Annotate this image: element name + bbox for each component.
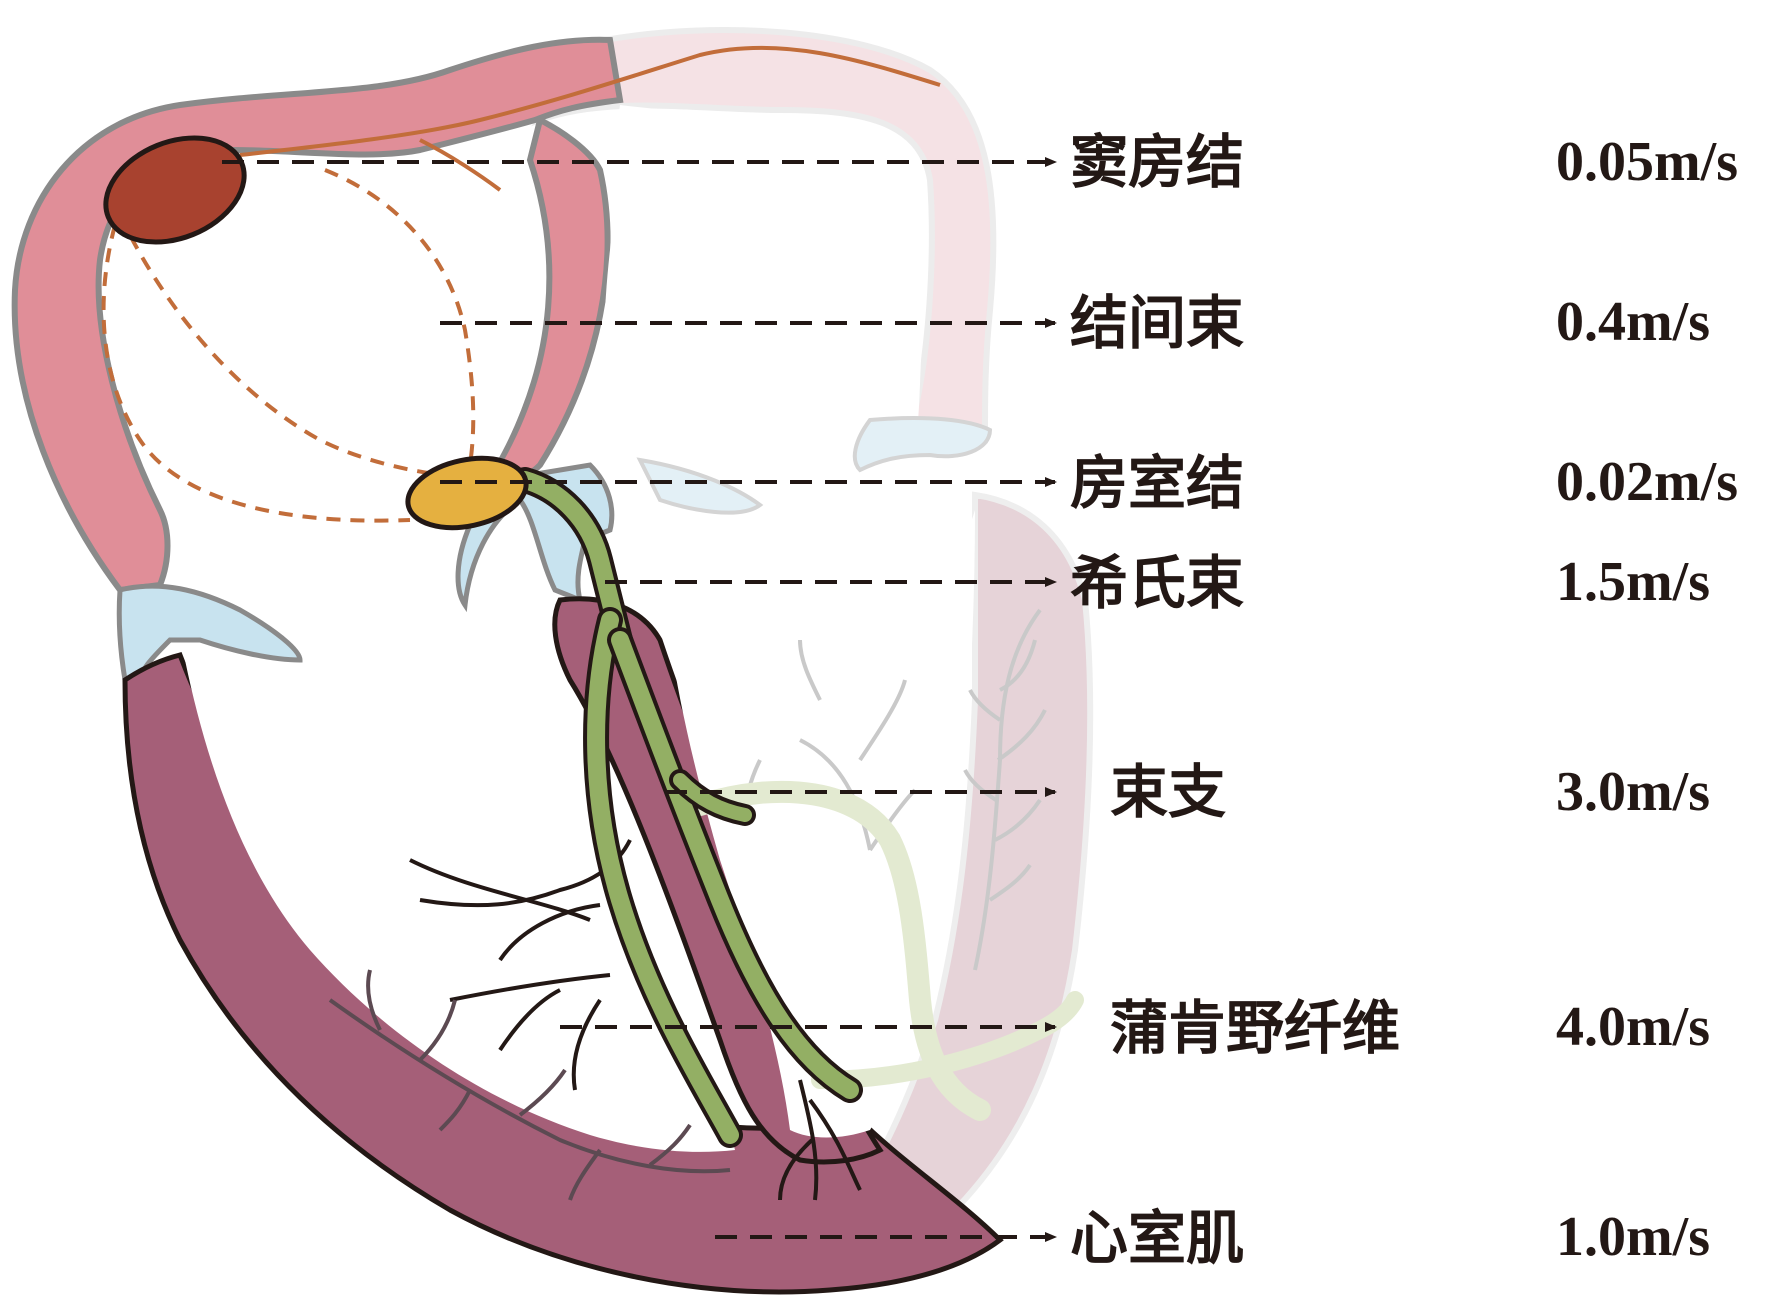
right-valve <box>636 416 993 515</box>
speed-sa-node: 0.05m/s <box>1556 131 1738 193</box>
label-purkinje-fibers: 蒲肯野纤维 <box>1110 994 1400 1062</box>
label-ventricular-muscle: 心室肌 <box>1070 1204 1244 1272</box>
atrial-septum <box>491 115 611 482</box>
internodal-tracts <box>101 168 476 523</box>
right-atrium-chamber <box>604 105 927 460</box>
heart-illustration <box>11 27 1094 1295</box>
right-ventricle-chamber <box>670 510 975 1138</box>
purkinje-fibers <box>409 839 862 1201</box>
label-internodal-tracts: 结间束 <box>1070 289 1244 357</box>
speed-internodal-tracts: 0.4m/s <box>1556 291 1710 353</box>
atrial-chamber <box>109 152 544 480</box>
label-sa-node: 窦房结 <box>1070 128 1244 196</box>
ventricle-wall-branches <box>328 969 731 1201</box>
label-his-bundle: 希氏束 <box>1070 549 1244 617</box>
speed-labels: 0.05m/s 0.4m/s 0.02m/s 1.5m/s 3.0m/s 4.0… <box>1556 131 1738 1268</box>
bachmann-bundle <box>239 45 941 157</box>
label-bundle-branches: 束支 <box>1110 758 1226 826</box>
bachmann-bundle-branch <box>419 138 502 192</box>
structure-labels: 窦房结 结间束 房室结 希氏束 束支 蒲肯野纤维 心室肌 <box>1070 128 1400 1272</box>
left-valve <box>116 583 303 689</box>
speed-av-node: 0.02m/s <box>1556 451 1738 513</box>
speed-his-bundle: 1.5m/s <box>1556 551 1710 613</box>
right-ventricle-faded <box>835 491 1094 1239</box>
leader-lines <box>222 157 1057 1242</box>
right-bundle-branch-faded-lower <box>811 991 1084 1089</box>
speed-ventricular-muscle: 1.0m/s <box>1556 1206 1710 1268</box>
purkinje-branches-faded <box>743 608 1047 971</box>
speed-purkinje-fibers: 4.0m/s <box>1556 996 1710 1058</box>
his-bundle-system <box>512 467 863 1148</box>
label-av-node: 房室结 <box>1070 449 1244 517</box>
speed-bundle-branches: 3.0m/s <box>1556 761 1710 823</box>
left-atrium-wall <box>11 36 624 594</box>
